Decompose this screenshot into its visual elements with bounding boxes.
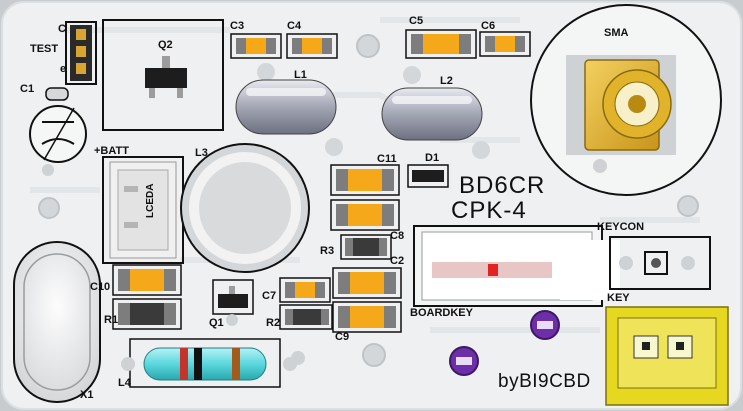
c8-capacitor xyxy=(330,199,400,231)
c3-capacitor xyxy=(230,33,282,59)
label-r3: R3 xyxy=(320,245,335,257)
l1-inductor xyxy=(235,63,343,156)
label-x1: X1 xyxy=(80,389,94,401)
label-c6: C6 xyxy=(481,20,496,32)
c7-capacitor xyxy=(279,277,331,303)
label-c10: C10 xyxy=(90,281,111,293)
label-batt: +BATT xyxy=(94,145,129,157)
label-r2: R2 xyxy=(266,317,281,329)
board-title: BD6CR xyxy=(459,172,546,199)
keycon-connector xyxy=(609,236,711,290)
test-pads xyxy=(226,159,607,365)
test-header xyxy=(65,21,97,85)
c11-capacitor xyxy=(330,164,400,196)
label-test: TEST xyxy=(30,43,59,55)
q1-transistor xyxy=(212,279,254,315)
label-lceda: LCEDA xyxy=(145,183,156,218)
l2-inductor xyxy=(381,66,490,159)
boardkey-switch xyxy=(413,225,620,307)
c9-capacitor xyxy=(332,301,402,333)
r3-resistor xyxy=(340,234,392,260)
label-q1: Q1 xyxy=(209,317,224,329)
c4-capacitor xyxy=(286,33,338,59)
c1-trimmer-capacitor xyxy=(29,87,87,176)
label-c2: C2 xyxy=(390,255,405,267)
l3-inductor xyxy=(180,143,310,273)
label-d1: D1 xyxy=(425,152,440,164)
sma-connector xyxy=(530,4,722,196)
label-c4: C4 xyxy=(287,20,302,32)
label-l1: L1 xyxy=(294,69,307,81)
q2-transistor xyxy=(102,19,224,131)
label-keycon: KEYCON xyxy=(597,221,645,233)
board-model: CPK-4 xyxy=(451,197,527,224)
label-l2: L2 xyxy=(440,75,453,87)
label-c5: C5 xyxy=(409,15,424,27)
key-connector xyxy=(605,306,729,406)
label-c1: C1 xyxy=(20,83,35,95)
label-c11: C11 xyxy=(377,153,397,165)
label-test-pin-bottom: e xyxy=(60,63,67,75)
x1-crystal xyxy=(13,241,101,403)
label-l3: L3 xyxy=(195,147,208,159)
r1-resistor xyxy=(112,298,182,330)
mounting-holes xyxy=(38,34,699,367)
label-q2: Q2 xyxy=(158,39,173,51)
label-l4: L4 xyxy=(118,377,131,389)
label-sma: SMA xyxy=(604,27,629,39)
c5-capacitor xyxy=(405,29,477,59)
label-c8: C8 xyxy=(390,230,405,242)
purple-vias xyxy=(449,310,560,376)
label-c7: C7 xyxy=(262,290,277,302)
batt-connector xyxy=(102,156,184,264)
c2-capacitor xyxy=(332,267,402,299)
label-test-pin-top: C xyxy=(58,23,66,35)
c6-capacitor xyxy=(479,31,531,57)
board-author: byBI9CBD xyxy=(498,371,591,392)
c10-capacitor xyxy=(112,264,182,296)
label-key: KEY xyxy=(607,292,630,304)
d1-diode xyxy=(407,164,449,188)
label-boardkey: BOARDKEY xyxy=(410,307,473,319)
label-c3: C3 xyxy=(230,20,245,32)
label-c9: C9 xyxy=(335,331,350,343)
r2-resistor xyxy=(279,304,333,330)
l4-inductor xyxy=(121,338,297,388)
label-r1: R1 xyxy=(104,314,119,326)
